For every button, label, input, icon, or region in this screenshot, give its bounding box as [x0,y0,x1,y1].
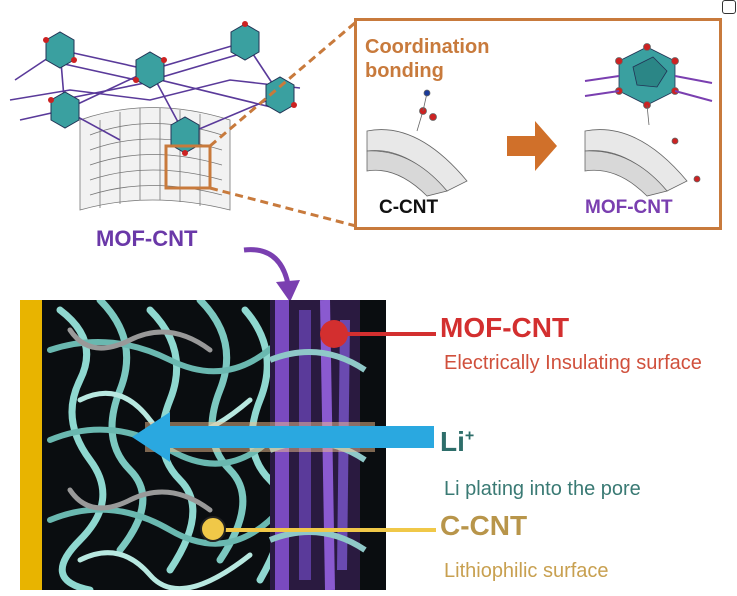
mofcnt-inset-label: MOF-CNT [585,197,673,218]
coordination-bonding-title: Coordination bonding [365,36,490,82]
li-arrow-head [132,412,170,462]
zoom-line-bottom [209,186,357,228]
mofcnt-main-label: MOF-CNT [96,226,198,251]
li-arrow-extension [386,426,434,448]
li-legend-desc: Li plating into the pore [444,478,641,500]
current-collector [20,300,42,590]
zoom-line-top [209,20,357,148]
li-charge: + [464,427,475,445]
ccnt-legend-desc: Lithiophilic surface [444,560,609,582]
mof-cnt-schematic [9,20,357,228]
ccnt-inset-label: C-CNT [379,197,439,218]
li-legend-label: Li+ [440,426,474,458]
right-arrow-icon [507,121,557,171]
zoom-box [164,144,212,190]
li-arrow-shaft [170,426,386,448]
mofcnt-legend-desc: Electrically Insulating surface [444,352,702,374]
inset-graphics [366,43,713,197]
ccnt-pointer-line [214,528,436,532]
mof-clusters [43,21,297,156]
cnt-tube [79,107,231,211]
corner-icon [722,0,736,14]
ccnt-pointer-dot [200,516,226,542]
mofcnt-fragment [584,43,713,197]
coordination-inset: Coordination bonding C-CNT MOF-CNT [354,18,722,230]
mofcnt-legend-label: MOF-CNT [440,312,570,343]
mof-pointer-line [336,332,436,336]
li-symbol: Li [440,426,465,457]
curved-arrow-icon [243,247,300,302]
ccnt-fragment [366,89,468,197]
mof-pointer-dot [320,320,348,348]
ccnt-legend-label: C-CNT [440,510,528,541]
